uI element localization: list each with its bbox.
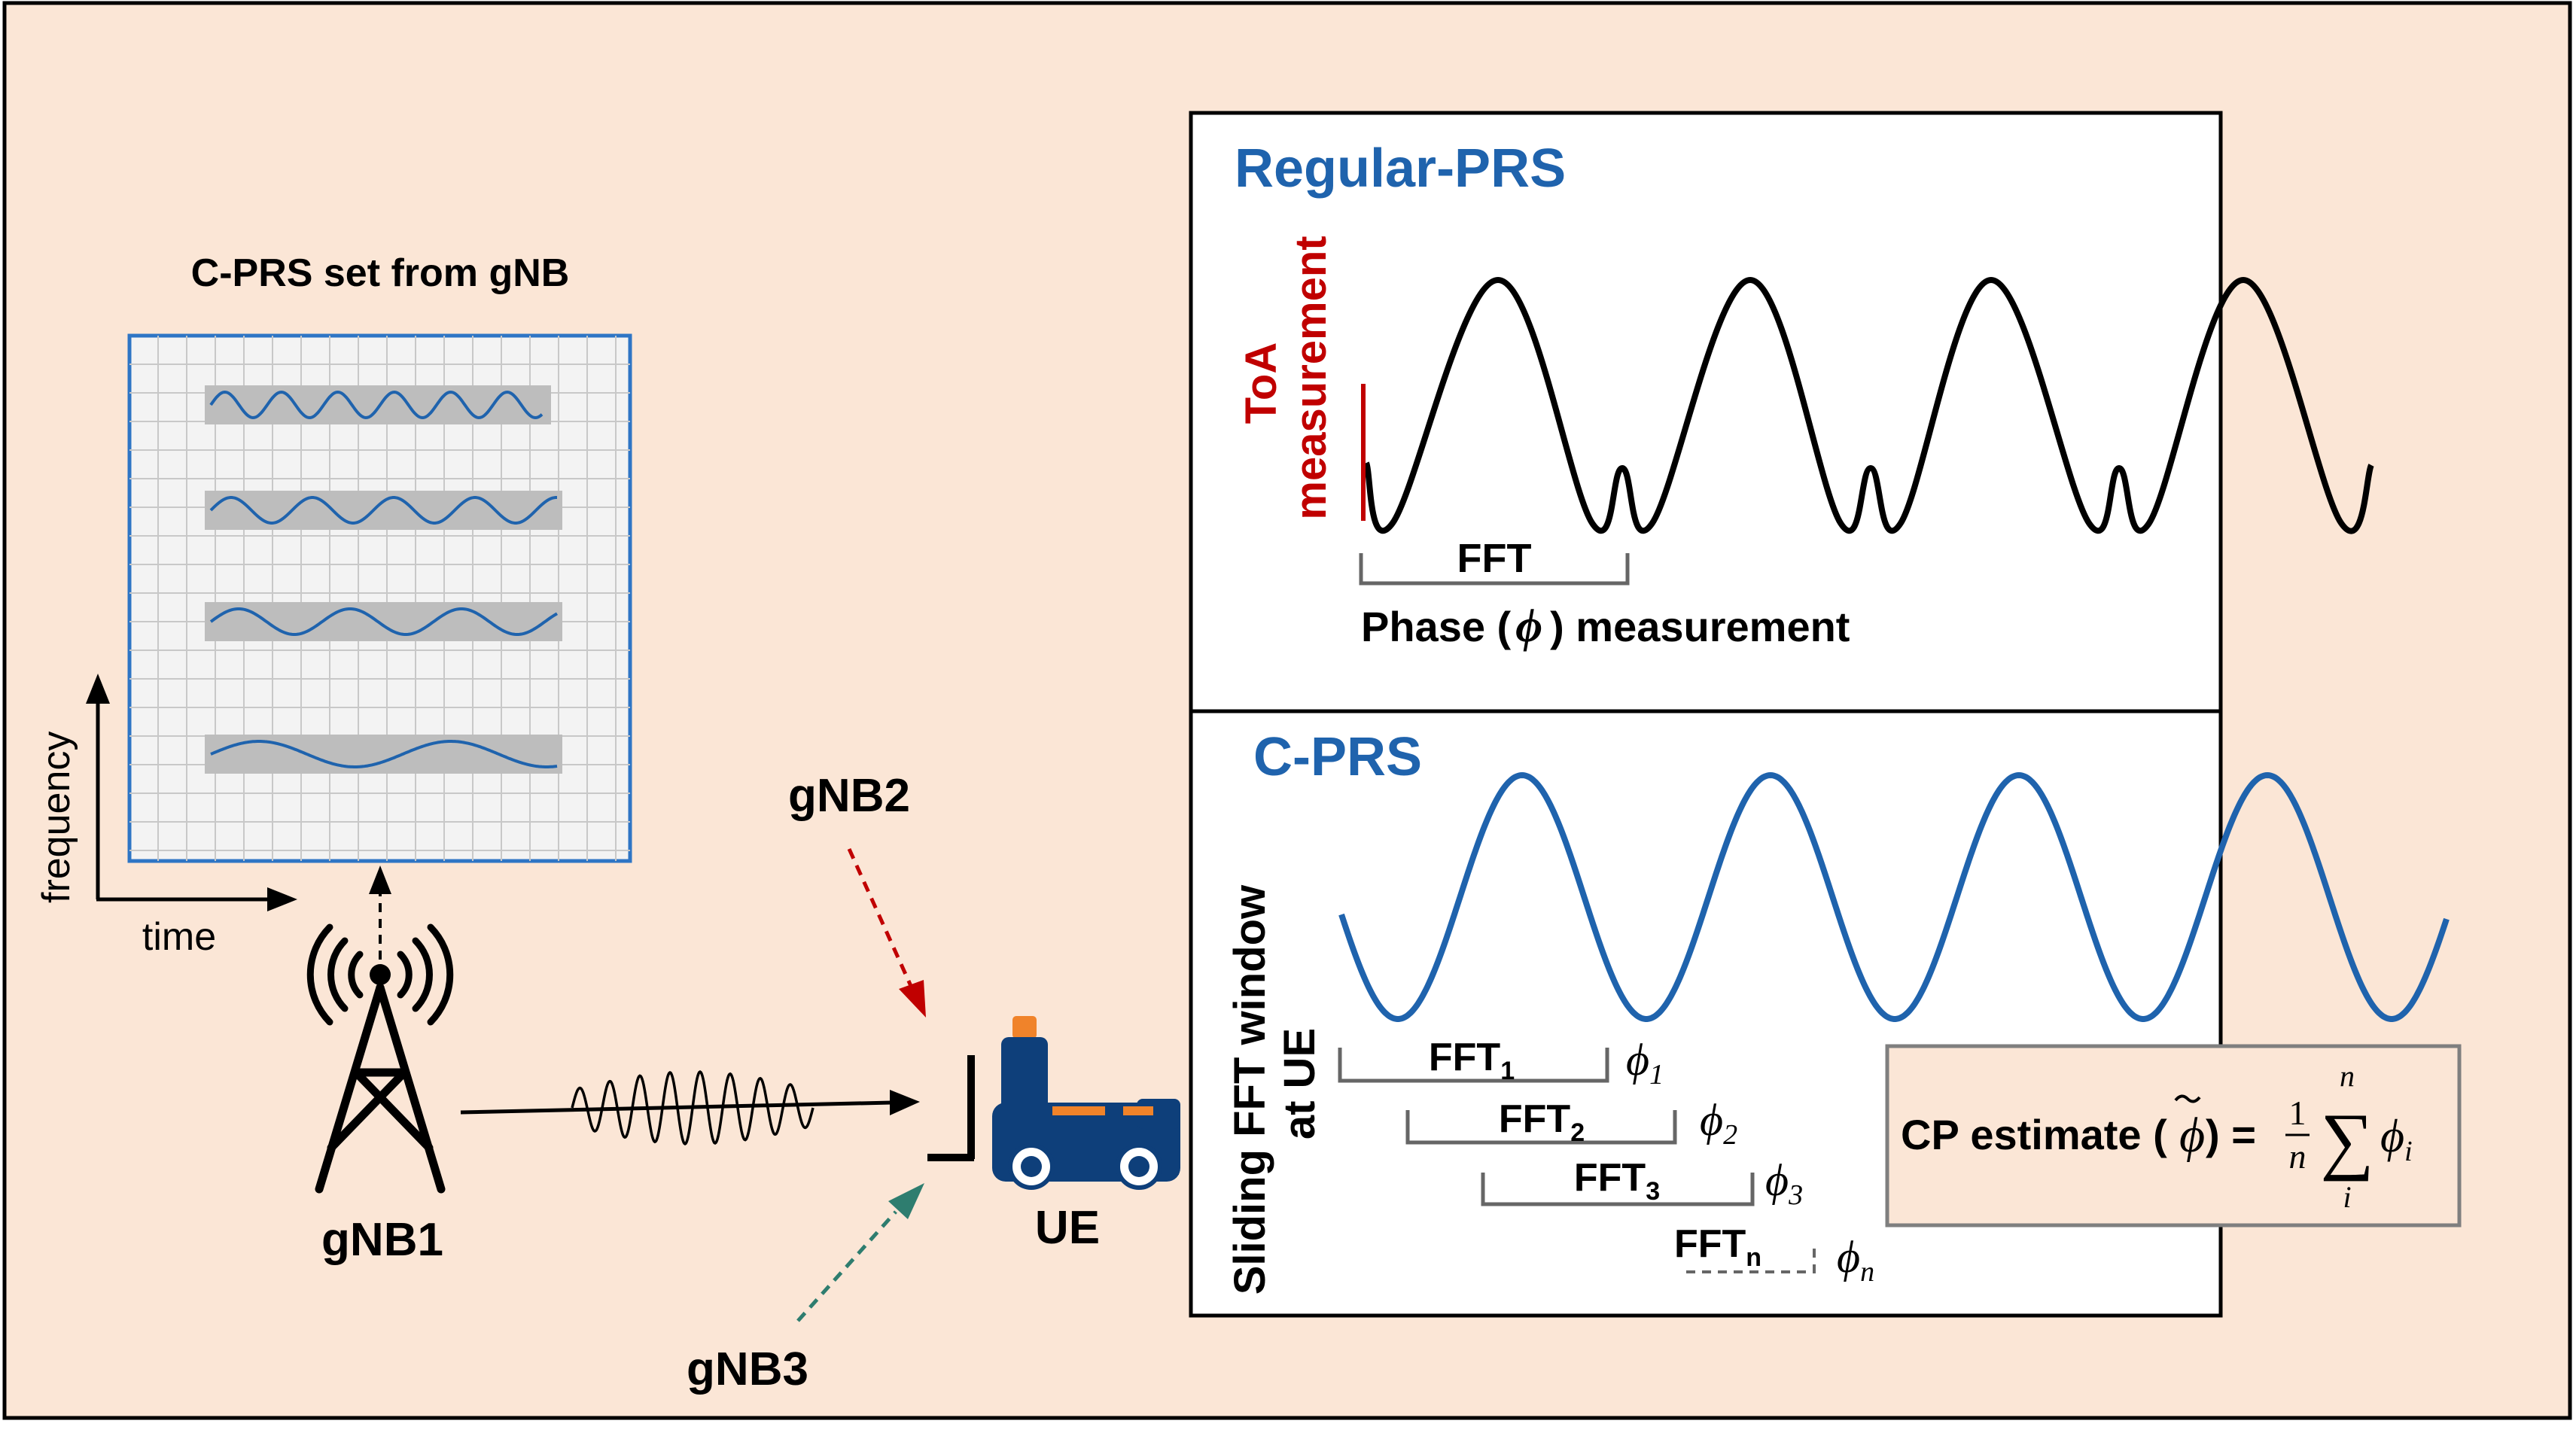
time-arrow-head bbox=[267, 887, 297, 911]
regular-fft-bracket bbox=[1359, 553, 1630, 586]
time-frequency-axes bbox=[96, 692, 279, 902]
fft-window-n-label: FFTn bbox=[1674, 1222, 1761, 1272]
cprs-waveform bbox=[1338, 771, 2450, 1022]
fraction-numerator: 1 bbox=[2289, 1094, 2307, 1132]
cp-estimate-formula: CP estimate ( ϕ ) = 1 n n ∑ i ϕi bbox=[1901, 1059, 2413, 1214]
regular-fft-label: FFT bbox=[1457, 536, 1532, 581]
toa-label-line1: ToA bbox=[1237, 343, 1286, 424]
regular-prs-title: Regular-PRS bbox=[1235, 138, 1566, 199]
cprs-title: C-PRS bbox=[1253, 727, 1422, 787]
gnb2-to-ue-arrow bbox=[847, 847, 913, 987]
phi-n-label: ϕn bbox=[1837, 1232, 1874, 1288]
phi-2-label: ϕ2 bbox=[1700, 1095, 1737, 1151]
sliding-fft-line1: Sliding FFT window bbox=[1226, 884, 1274, 1294]
transmitted-signal-wave bbox=[571, 1070, 815, 1145]
cprs-wave-2 bbox=[209, 496, 557, 525]
fft-window-1-label: FFT1 bbox=[1429, 1036, 1515, 1085]
tilde-mark bbox=[2174, 1094, 2201, 1103]
time-frequency-grid bbox=[127, 333, 632, 863]
gnb1-to-ue-arrow-head bbox=[890, 1090, 920, 1115]
cprs-wave-3 bbox=[209, 607, 559, 636]
fft-window-3 bbox=[1481, 1173, 1755, 1206]
fft-window-1 bbox=[1338, 1048, 1609, 1083]
fraction-denominator: n bbox=[2289, 1137, 2307, 1176]
gnb3-label: gNB3 bbox=[687, 1343, 808, 1395]
sliding-fft-label: Sliding FFT window at UE bbox=[1226, 873, 1324, 1295]
cprs-row-3 bbox=[205, 602, 562, 641]
frequency-arrow-head bbox=[86, 674, 110, 704]
cprs-row-2 bbox=[205, 491, 562, 530]
regular-prs-waveform bbox=[1363, 277, 2374, 534]
sliding-fft-line2: at UE bbox=[1275, 1028, 1324, 1139]
gnb3-arrow-head bbox=[888, 1183, 924, 1219]
gnb2-label: gNB2 bbox=[788, 770, 910, 822]
fft-window-2 bbox=[1405, 1110, 1677, 1145]
gnb1-label: gNB1 bbox=[321, 1214, 443, 1266]
sum-lower-limit: i bbox=[2343, 1180, 2351, 1214]
cp-estimate-symbol: ϕ bbox=[2179, 1108, 2205, 1163]
fft-window-2-label: FFT2 bbox=[1499, 1097, 1585, 1147]
ue-forklift-icon bbox=[927, 1016, 1180, 1190]
gnb3-to-ue-arrow bbox=[796, 1210, 897, 1322]
gnb1-to-grid-arrow-head bbox=[369, 866, 391, 894]
antenna-signal-icon bbox=[306, 923, 454, 1026]
phase-prefix: Phase ( bbox=[1361, 603, 1512, 650]
toa-label-line2: measurement bbox=[1286, 236, 1335, 519]
fft-window-3-label: FFT3 bbox=[1574, 1156, 1660, 1206]
phi-1-label: ϕ1 bbox=[1626, 1035, 1664, 1091]
cp-estimate-prefix: CP estimate ( bbox=[1901, 1111, 2167, 1158]
axis-frequency-label: frequency bbox=[35, 732, 78, 903]
axis-time-label: time bbox=[142, 915, 216, 959]
toa-label: ToA measurement bbox=[1237, 236, 1335, 519]
phi-3-label: ϕ3 bbox=[1765, 1155, 1803, 1211]
cp-estimate-box bbox=[1885, 1044, 2462, 1228]
sum-term: ϕi bbox=[2380, 1111, 2413, 1167]
sum-symbol: ∑ bbox=[2320, 1098, 2374, 1182]
sum-upper-limit: n bbox=[2340, 1059, 2355, 1093]
gnb1-tower bbox=[315, 983, 446, 1194]
cprs-row-1 bbox=[205, 385, 551, 424]
cprs-wave-4 bbox=[210, 740, 558, 768]
ue-label: UE bbox=[1035, 1202, 1100, 1254]
cprs-set-title: C-PRS set from gNB bbox=[191, 251, 570, 295]
phase-suffix: ) measurement bbox=[1550, 603, 1850, 650]
gnb2-arrow-head bbox=[899, 980, 926, 1018]
cp-estimate-suffix: ) = bbox=[2206, 1111, 2256, 1158]
phase-symbol: ϕ bbox=[1515, 601, 1542, 652]
fft-window-n bbox=[1686, 1242, 1816, 1273]
phase-measurement-label: Phase (ϕ) measurement bbox=[1361, 601, 1850, 652]
cprs-wave-1 bbox=[209, 390, 544, 420]
